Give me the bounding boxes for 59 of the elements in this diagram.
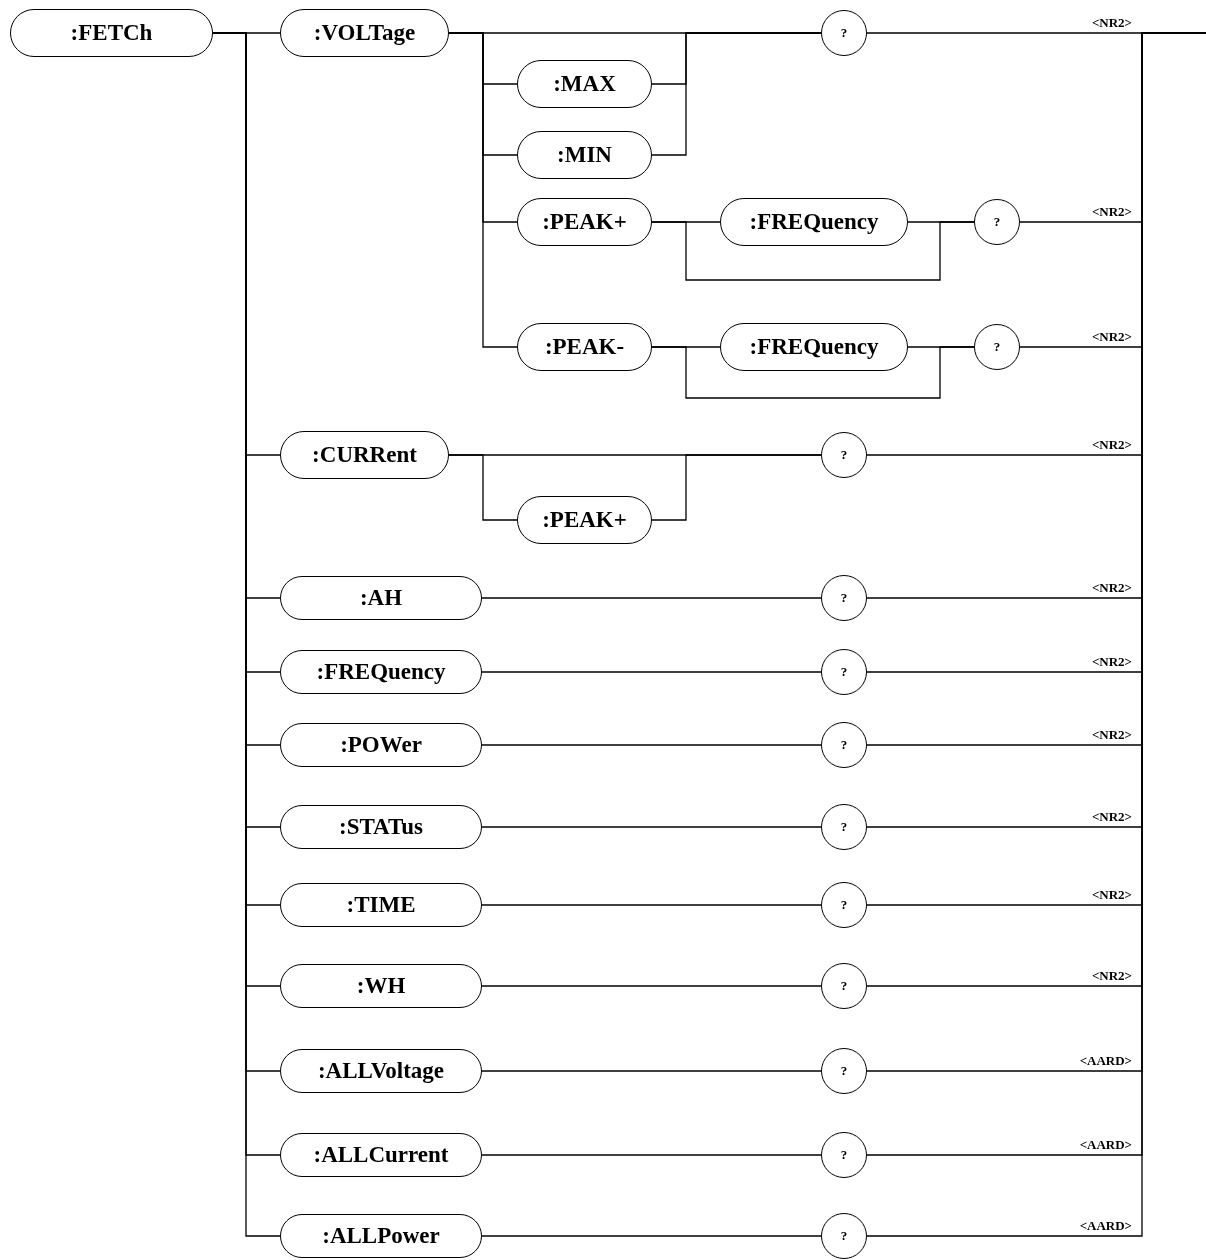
query-circle: ? [821,649,867,695]
command-node: :MIN [517,131,652,179]
connector-line [651,454,822,521]
command-node: :FETCh [10,9,213,57]
connector-line [481,826,822,828]
connector-line [481,1070,822,1072]
edge-label: <NR2> [1090,655,1133,669]
command-node: :POWer [280,723,482,767]
connector-line [651,32,822,156]
command-node: :AH [280,576,482,620]
query-circle: ? [821,10,867,56]
command-node: :CURRent [280,431,449,479]
edge-label: <NR2> [1090,810,1133,824]
command-node: :WH [280,964,482,1008]
connector-line [651,346,975,399]
query-circle: ? [821,882,867,928]
connector-line [481,1235,822,1237]
command-node: :MAX [517,60,652,108]
connector-line [481,744,822,746]
command-node: :PEAK- [517,323,652,371]
command-node: :FREQuency [720,323,908,371]
connector-line [651,221,975,281]
edge-label: <AARD> [1078,1219,1133,1233]
command-node: :ALLCurrent [280,1133,482,1177]
command-node: :ALLVoltage [280,1049,482,1093]
edge-label: <NR2> [1090,969,1133,983]
query-circle: ? [821,1048,867,1094]
query-circle: ? [974,324,1020,370]
command-node: :PEAK+ [517,496,652,544]
edge-label: <NR2> [1090,888,1133,902]
query-circle: ? [821,963,867,1009]
query-circle: ? [821,722,867,768]
edge-label: <AARD> [1078,1138,1133,1152]
query-circle: ? [821,1213,867,1259]
edge-label: <NR2> [1090,330,1133,344]
query-circle: ? [821,804,867,850]
connector-line [481,985,822,987]
edge-label: <AARD> [1078,1054,1133,1068]
edge-label: <NR2> [1090,205,1133,219]
edge-label: <NR2> [1090,728,1133,742]
query-circle: ? [821,1132,867,1178]
connector-line [481,671,822,673]
command-node: :FREQuency [280,650,482,694]
command-node: :TIME [280,883,482,927]
connector-line [481,597,822,599]
command-node: :ALLPower [280,1214,482,1258]
edge-label: <NR2> [1090,581,1133,595]
connector-line [481,1154,822,1156]
query-circle: ? [821,432,867,478]
query-circle: ? [974,199,1020,245]
command-node: :VOLTage [280,9,449,57]
edge-label: <NR2> [1090,438,1133,452]
command-node: :STATus [280,805,482,849]
edge-label: <NR2> [1090,16,1133,30]
connector-line [448,454,518,521]
command-node: :FREQuency [720,198,908,246]
command-node: :PEAK+ [517,198,652,246]
query-circle: ? [821,575,867,621]
connector-line [481,904,822,906]
